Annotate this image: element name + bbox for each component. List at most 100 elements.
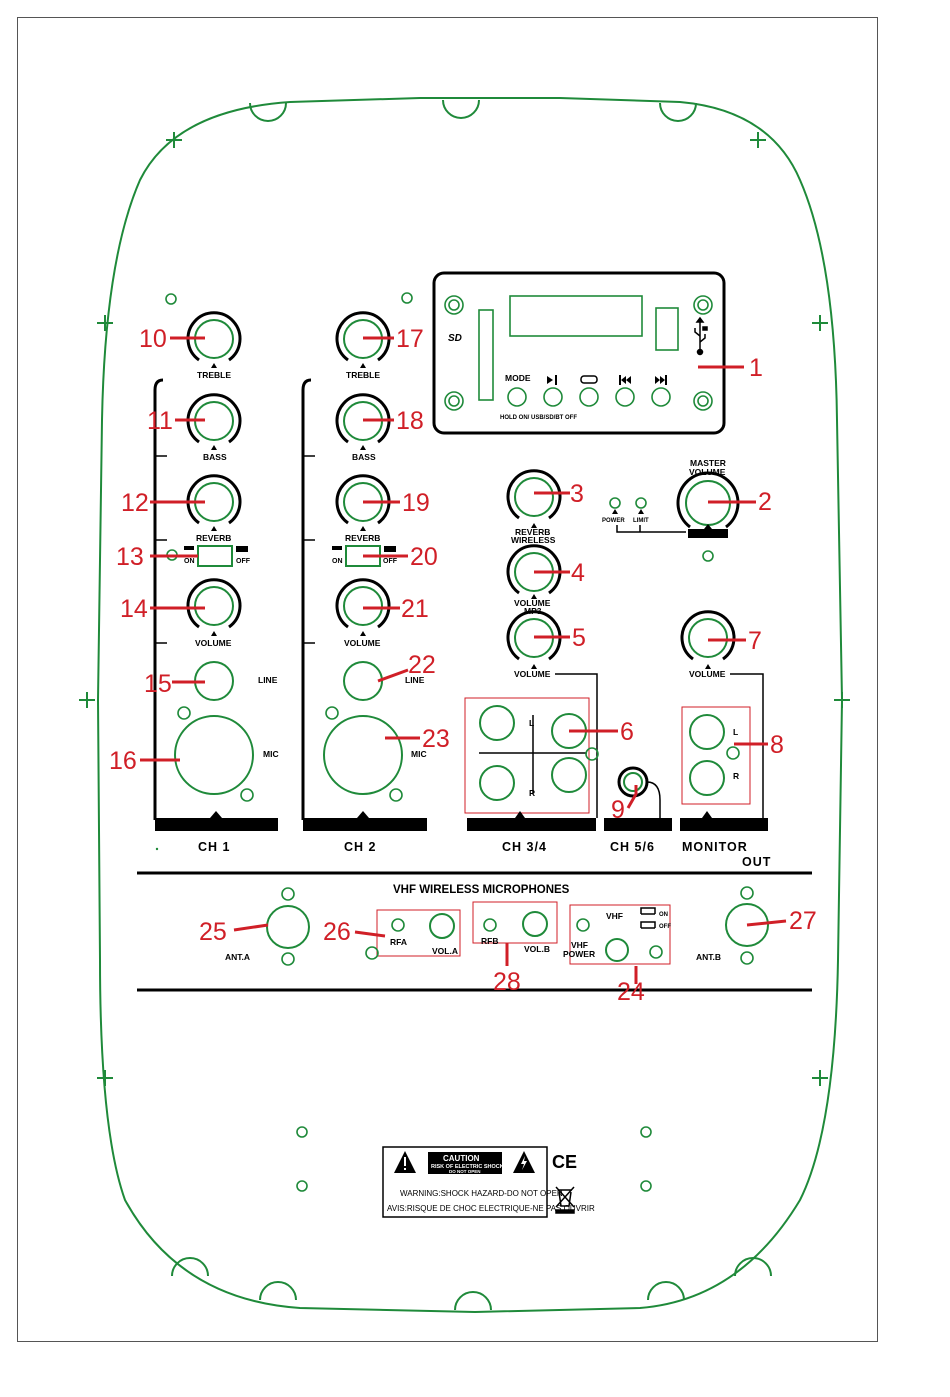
volume-mp3-knob[interactable] (506, 544, 562, 595)
vol-b-knob[interactable] (522, 911, 548, 937)
mic-label-ch1: MIC (263, 749, 279, 759)
play-pause-icon (547, 375, 557, 385)
monitor-tick (705, 664, 711, 669)
bass-knob-ch1[interactable] (186, 393, 242, 444)
treble-label-ch1: TREBLE (197, 370, 231, 380)
ant-a-label: ANT.A (225, 952, 250, 962)
warning-triangle-icon (394, 1151, 416, 1173)
vhf-power-box (569, 904, 671, 965)
reverb-knob-ch2[interactable] (335, 474, 391, 525)
limit-led (635, 497, 647, 509)
bass-label-ch2: BASS (352, 452, 376, 462)
next-button[interactable] (651, 387, 671, 407)
ch34-jack-l-label: L (529, 718, 534, 728)
volume-monitor-knob[interactable] (680, 610, 736, 661)
rfa-led (391, 918, 405, 932)
ch34-bracket-line (555, 673, 598, 818)
ch2-labels: TREBLE BASS REVERB ON OFF VOLUME LINE MI… (332, 370, 427, 759)
callout-5: 5 (572, 624, 586, 652)
mode-label: MODE (505, 373, 531, 383)
volume-knob-ch1[interactable] (186, 578, 242, 629)
ch34-jack-r-label: R (529, 788, 535, 798)
vhf-led (576, 918, 590, 932)
master-volume-label-1: MASTER (690, 458, 726, 468)
vhf-screw (649, 945, 663, 959)
on-label-ch1: ON (184, 558, 195, 565)
ant-b-label: ANT.B (696, 952, 721, 962)
vhf-power-button[interactable] (605, 938, 629, 962)
weee-bin-icon (555, 1186, 575, 1214)
panel-outline (96, 97, 844, 1314)
channel-1-strip (153, 378, 278, 831)
antenna-a-jack[interactable] (266, 887, 310, 966)
monitor-out-jacks[interactable] (689, 714, 725, 796)
channel-2-strip (301, 378, 427, 831)
mic-jack-ch1[interactable] (174, 706, 254, 802)
volume-label-ch2: VOLUME (344, 638, 381, 648)
rfb-label: RFB (481, 936, 498, 946)
callout-16: 16 (109, 747, 137, 775)
callout-22: 22 (408, 651, 436, 679)
treble-knob-ch1[interactable] (186, 311, 242, 362)
page-frame (17, 17, 878, 1342)
ch56-jack[interactable] (617, 766, 649, 798)
previous-icon (619, 375, 631, 385)
out-label: OUT (742, 855, 771, 869)
callout-7: 7 (748, 627, 762, 655)
callout-6: 6 (620, 718, 634, 746)
ch34-jack-divider (479, 715, 587, 793)
reverb-wireless-knob[interactable] (506, 469, 562, 520)
callout-24: 24 (617, 978, 645, 1006)
vol-b-label: VOL.B (524, 944, 550, 954)
channel-labels: CH 1 CH 2 CH 3/4 CH 5/6 MONITOR OUT (198, 840, 771, 869)
ch1-labels: TREBLE BASS REVERB ON OFF VOLUME LINE MI… (184, 370, 279, 759)
callout-12: 12 (121, 489, 149, 517)
volume-label-ch34: VOLUME (514, 669, 551, 679)
antenna-b-jack[interactable] (725, 886, 769, 965)
vhf-off-label: OFF (659, 924, 671, 930)
mounting-marks (79, 132, 850, 1086)
ch34-indicator (585, 747, 599, 761)
callout-15: 15 (144, 670, 172, 698)
warning-label (382, 1146, 548, 1218)
repeat-button[interactable] (579, 387, 599, 407)
ch34-jack-box (464, 697, 590, 814)
vol-a-knob[interactable] (429, 913, 455, 939)
warning-line-1: WARNING:SHOCK HAZARD-DO NOT OPEN (400, 1189, 563, 1198)
master-volume-knob[interactable] (676, 471, 740, 529)
screw-holes (165, 292, 652, 1192)
monitor-jack-r-label: R (733, 771, 739, 781)
previous-button[interactable] (615, 387, 635, 407)
reverb-wireless-label-1: REVERB (515, 527, 550, 537)
volume-ch34-knob[interactable] (506, 610, 562, 661)
callout-leaders (140, 336, 787, 984)
power-led (609, 497, 621, 509)
treble-knob-ch2[interactable] (335, 311, 391, 362)
mp3-display (509, 295, 643, 337)
volume-mp3-label-1: VOLUME (514, 598, 551, 608)
callout-numbers: 1 2 3 4 5 6 7 8 9 10 11 12 13 14 15 16 1… (109, 325, 817, 1006)
sd-card-slot[interactable] (478, 309, 494, 401)
reverb-label-ch1: REVERB (196, 533, 231, 543)
callout-11: 11 (147, 407, 173, 435)
bass-knob-ch2[interactable] (335, 393, 391, 444)
mode-button[interactable] (507, 387, 527, 407)
line-jack-ch2[interactable] (343, 661, 383, 701)
mic-jack-ch2[interactable] (323, 706, 403, 802)
monitor-bracket-line (730, 673, 764, 818)
ch56-bracket-line (646, 781, 661, 818)
volume-mp3-label-2: MP3 (524, 606, 542, 616)
volume-label-monitor: VOLUME (689, 669, 726, 679)
reverb-label-ch2: REVERB (345, 533, 380, 543)
play-pause-button[interactable] (543, 387, 563, 407)
lightning-triangle-icon (513, 1151, 535, 1173)
callout-25: 25 (199, 918, 227, 946)
volume-knob-ch2[interactable] (335, 578, 391, 629)
rfa-label: RFA (390, 937, 407, 947)
usb-port[interactable] (655, 307, 679, 351)
vhf-power-label-1: VHF (571, 940, 588, 950)
risk-label: RISK OF ELECTRIC SHOCK (431, 1164, 504, 1170)
vhf-on-label: ON (659, 912, 668, 918)
reverb-knob-ch1[interactable] (186, 474, 242, 525)
